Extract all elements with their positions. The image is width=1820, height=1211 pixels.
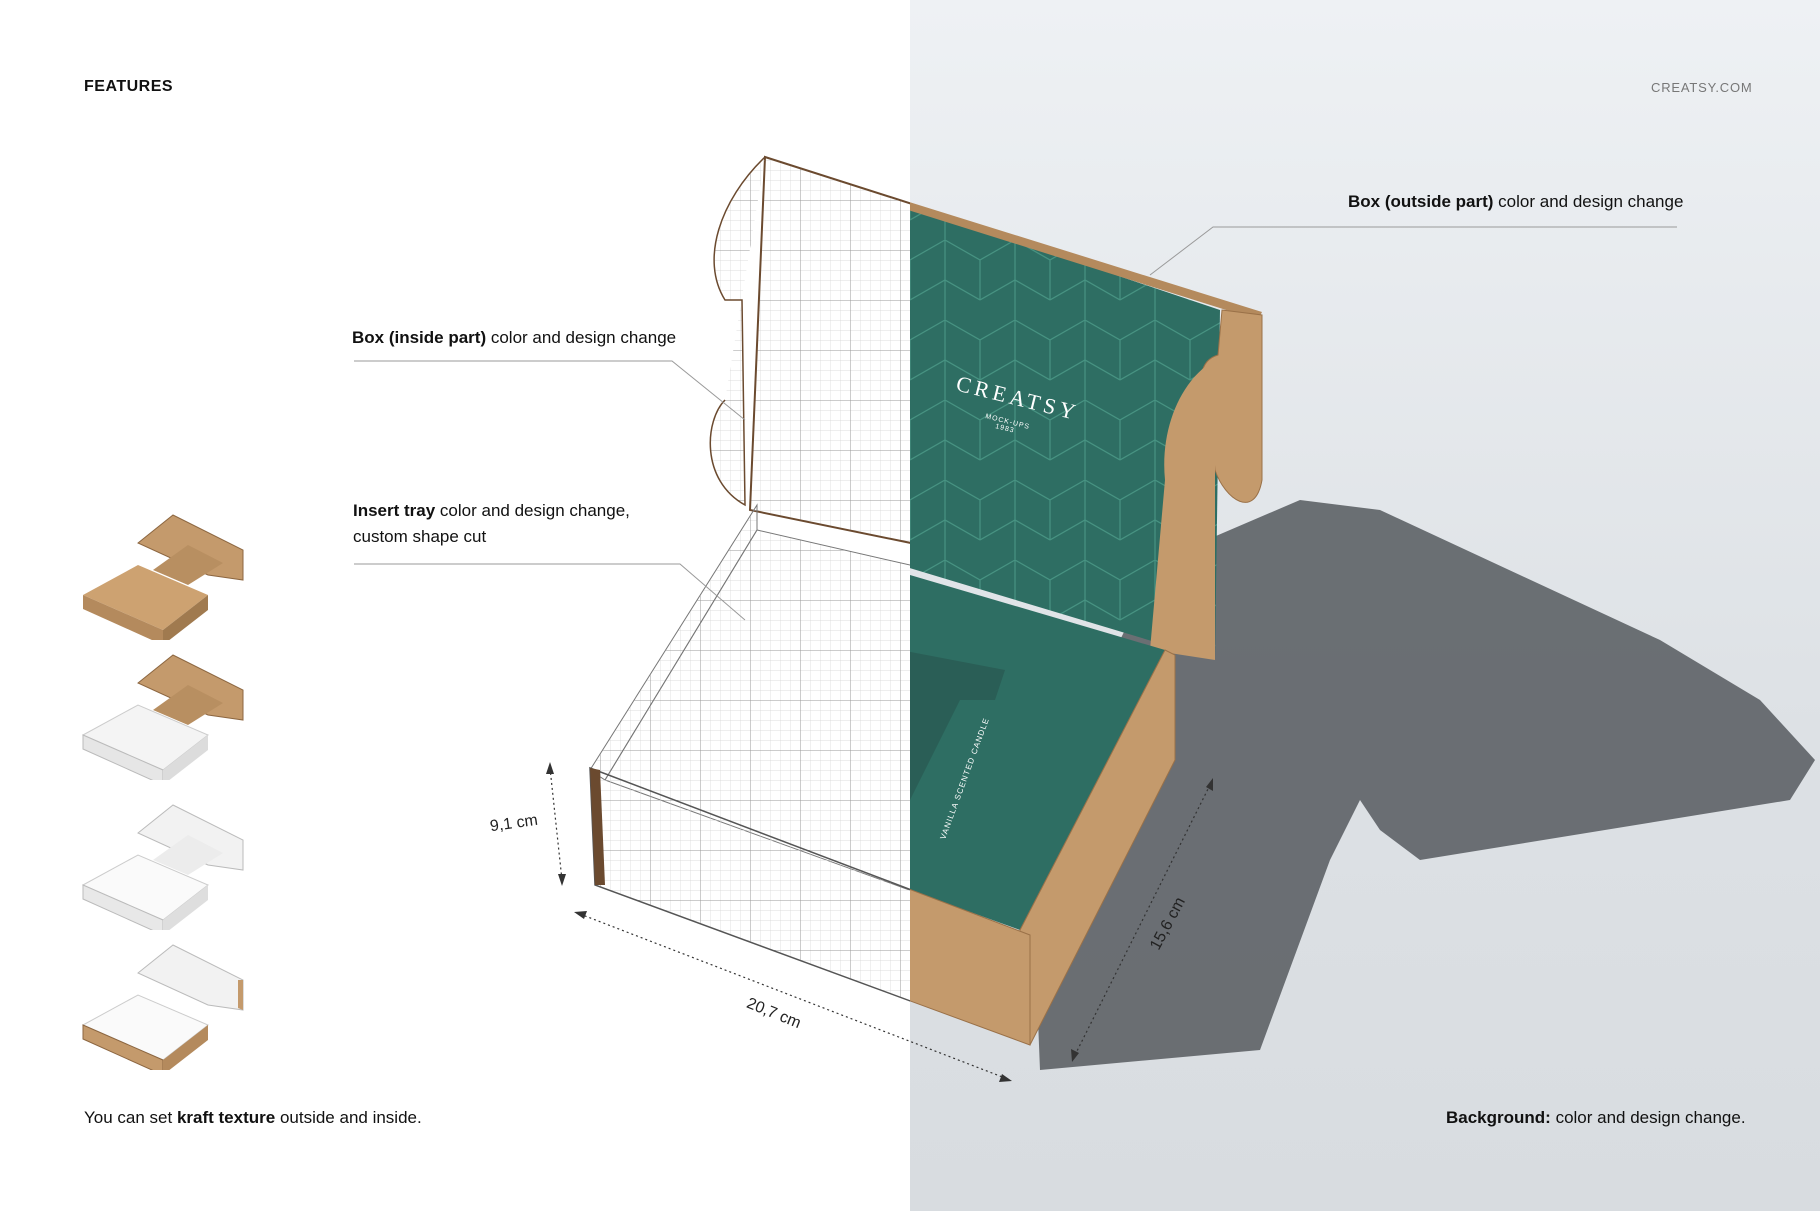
callout-outside: Box (outside part) color and design chan… — [1348, 189, 1683, 215]
box-grid-version — [589, 155, 910, 1002]
footer-left-note: You can set kraft texture outside and in… — [84, 1105, 422, 1131]
thumbnail-kraft-white — [81, 654, 244, 780]
thumbnail-kraft-white-lid — [81, 944, 244, 1070]
callout-tray-text: color and design change, — [435, 501, 630, 520]
footer-left-post: outside and inside. — [275, 1108, 422, 1127]
logo-year: 1983 — [995, 423, 1016, 435]
box-printed-version — [910, 202, 1263, 1046]
callout-inside-text: color and design change — [486, 328, 677, 347]
callout-line-tray — [354, 563, 746, 621]
callout-outside-bold: Box (outside part) — [1348, 192, 1494, 211]
callout-tray: Insert tray color and design change, cus… — [353, 498, 630, 550]
dimension-lines — [546, 762, 1213, 1082]
callout-tray-line2: custom shape cut — [353, 527, 487, 546]
box-shadow — [1030, 500, 1815, 1070]
footer-right-bold: Background: — [1446, 1108, 1551, 1127]
callout-inside-bold: Box (inside part) — [352, 328, 487, 347]
callout-line-inside — [354, 360, 746, 421]
callout-tray-bold: Insert tray — [353, 501, 436, 520]
page-title: FEATURES — [84, 78, 174, 95]
callout-outside-text: color and design change — [1493, 192, 1684, 211]
thumbnail-kraft-kraft — [83, 514, 244, 640]
footer-right-note: Background: color and design change. — [1446, 1105, 1746, 1131]
callout-line-outside — [1149, 226, 1677, 276]
footer-left-bold: kraft texture — [176, 1108, 276, 1127]
thumbnail-white-white — [81, 804, 244, 930]
callout-inside: Box (inside part) color and design chang… — [352, 325, 676, 351]
footer-left-pre: You can set — [84, 1108, 177, 1127]
footer-right-text: color and design change. — [1550, 1108, 1746, 1127]
brand-label: CREATSY.COM — [1651, 80, 1753, 95]
